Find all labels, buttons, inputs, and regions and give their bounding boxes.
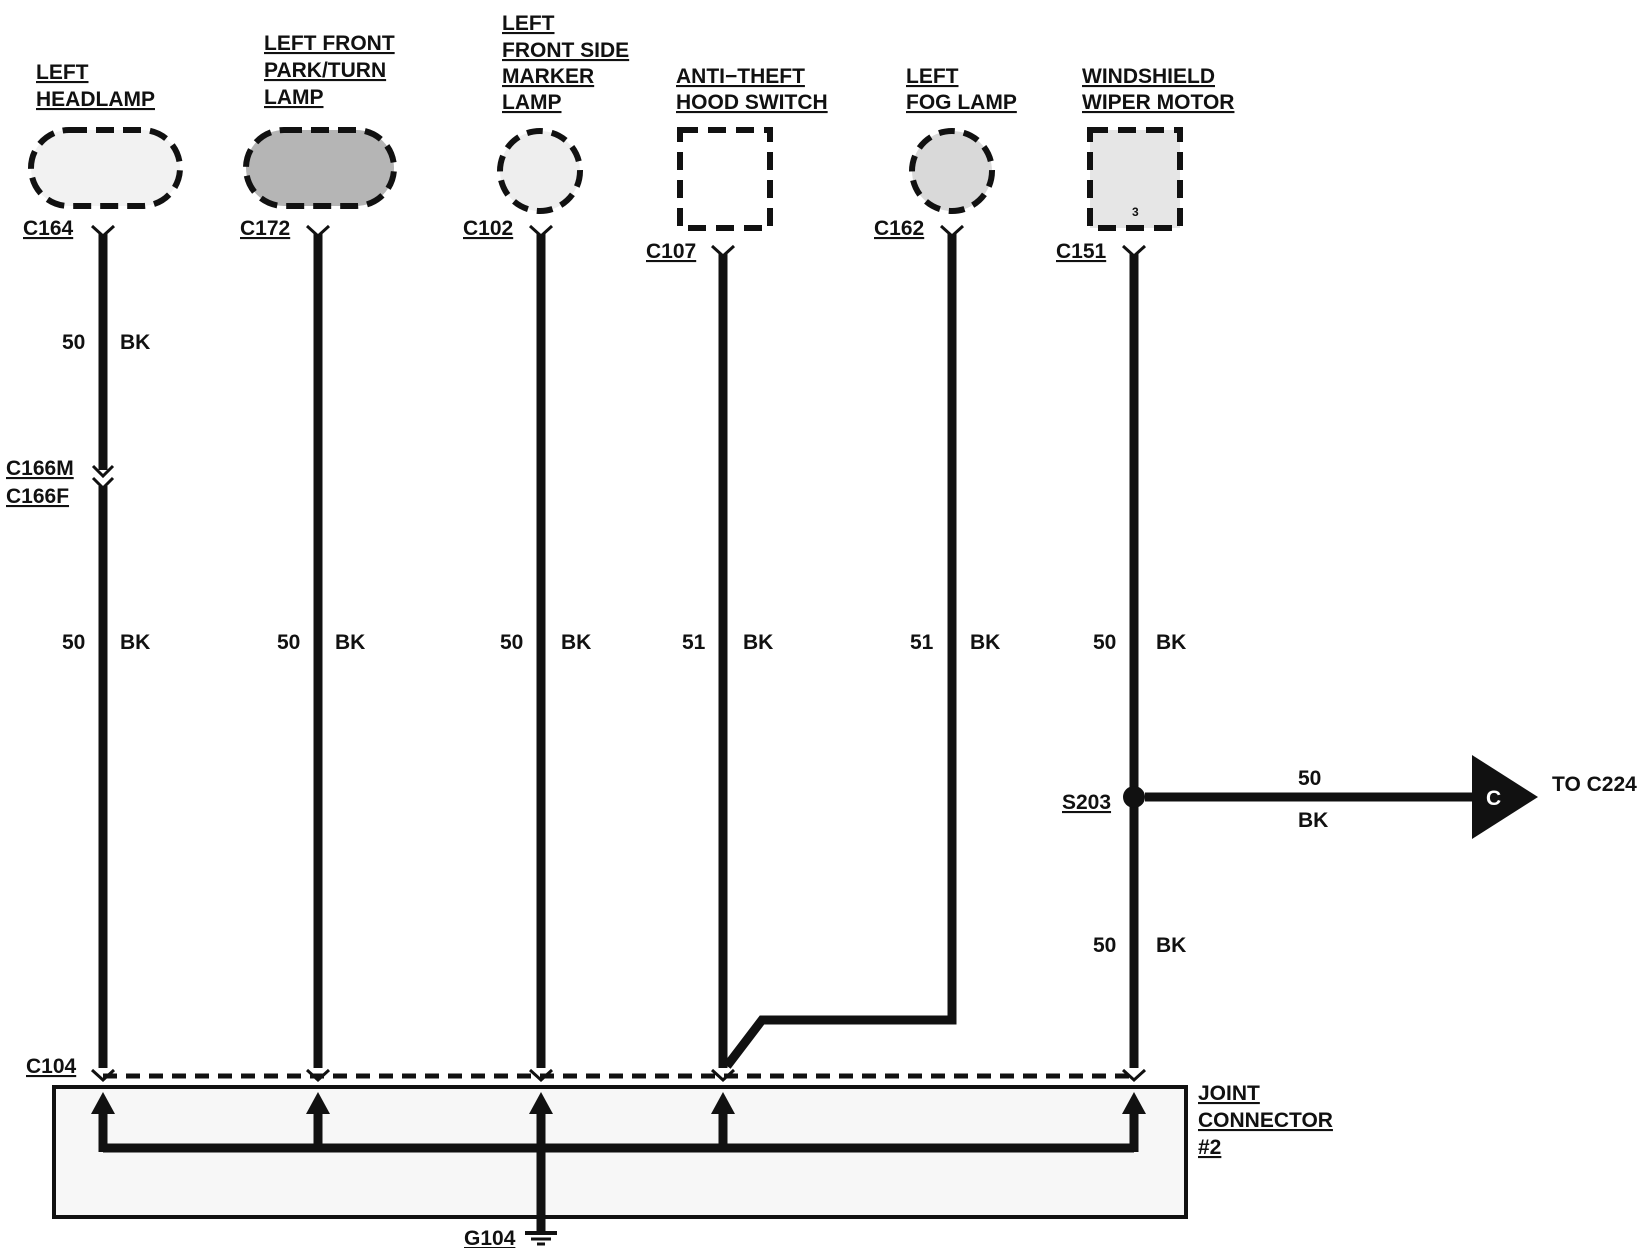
wire-hood-switch <box>710 244 736 1068</box>
wire-circuit-label: 50 <box>1093 934 1116 957</box>
title-line: HOOD SWITCH <box>676 91 828 114</box>
wire-headlamp <box>90 224 116 1068</box>
wire-circuit-label: 50 <box>1093 631 1116 654</box>
wire-color-label: BK <box>1298 809 1328 832</box>
ground-label: G104 <box>464 1227 516 1248</box>
title-line: FRONT SIDE <box>502 39 629 62</box>
wiper-motor-pin-label: 3 <box>1132 205 1139 219</box>
wire-color-label: BK <box>335 631 365 654</box>
wire-circuit-label: 51 <box>910 631 934 654</box>
wire-color-label: BK <box>120 331 150 354</box>
wire-side-marker-lamp <box>528 224 554 1068</box>
wire-circuit-label: 51 <box>682 631 706 654</box>
title-line: LEFT <box>36 61 89 84</box>
joint-connector-2: JOINT CONNECTOR #2 <box>52 1068 1333 1234</box>
title-line: FOG LAMP <box>906 91 1017 114</box>
connector-label-c166f: C166F <box>6 485 69 508</box>
side-marker-lamp-symbol <box>497 128 583 214</box>
pin-arrow-icon <box>711 1092 735 1114</box>
connector-label-c166m: C166M <box>6 457 74 480</box>
wire-circuit-label: 50 <box>62 331 85 354</box>
connector-label-c172: C172 <box>240 217 290 240</box>
title-line: LAMP <box>264 86 324 109</box>
title-line: MARKER <box>502 65 594 88</box>
headlamp-symbol <box>28 127 183 209</box>
wire-fog-lamp <box>723 224 965 1069</box>
wire-park-turn-lamp <box>305 224 331 1068</box>
splice-s203: C 50 BK TO C224 <box>1123 755 1637 839</box>
ground-g104: G104 <box>464 1227 557 1248</box>
wire-labels: 50 BK 50 BK 50 BK 50 BK 51 BK 51 BK 50 B… <box>62 331 1186 957</box>
wire-color-label: BK <box>1156 934 1186 957</box>
title-line: PARK/TURN <box>264 59 386 82</box>
wire-color-label: BK <box>561 631 591 654</box>
wire-color-label: BK <box>1156 631 1186 654</box>
title-line: ANTI−THEFT <box>676 65 805 88</box>
component-title-left-front-park-turn-lamp: LEFT FRONT PARK/TURN LAMP <box>264 32 395 109</box>
title-line: LEFT FRONT <box>264 32 395 55</box>
component-title-left-headlamp: LEFT HEADLAMP <box>36 61 155 111</box>
title-line: LEFT <box>502 12 555 35</box>
joint-connector-label-line: JOINT <box>1198 1082 1260 1105</box>
pin-arrow-icon <box>91 1092 115 1114</box>
title-line: HEADLAMP <box>36 88 155 111</box>
wire-color-label: BK <box>120 631 150 654</box>
pin-arrow-icon <box>529 1092 553 1114</box>
wire-circuit-label: 50 <box>277 631 300 654</box>
connector-label-c102: C102 <box>463 217 513 240</box>
park-turn-lamp-symbol <box>243 127 397 209</box>
component-title-left-front-side-marker-lamp: LEFT FRONT SIDE MARKER LAMP <box>502 12 629 114</box>
pin-arrow-icon <box>306 1092 330 1114</box>
wiper-motor-symbol: 3 <box>1087 127 1183 231</box>
fog-lamp-symbol <box>909 128 995 214</box>
component-title-anti-theft-hood-switch: ANTI−THEFT HOOD SWITCH <box>676 65 828 114</box>
connector-label-c107: C107 <box>646 240 696 263</box>
joint-connector-label-line: #2 <box>1198 1136 1221 1159</box>
splice-label-s203: S203 <box>1062 791 1111 814</box>
connector-label-c151: C151 <box>1056 240 1107 263</box>
connector-label-c162: C162 <box>874 217 924 240</box>
hood-switch-symbol <box>677 127 773 231</box>
pin-arrow-icon <box>1122 1092 1146 1114</box>
wire-circuit-label: 50 <box>62 631 85 654</box>
component-title-windshield-wiper-motor: WINDSHIELD WIPER MOTOR <box>1082 65 1234 114</box>
wire-color-label: BK <box>743 631 773 654</box>
connector-label-c164: C164 <box>23 217 74 240</box>
connector-label-c104: C104 <box>26 1055 77 1078</box>
destination-label: TO C224 <box>1552 773 1637 796</box>
title-line: WINDSHIELD <box>1082 65 1215 88</box>
title-line: LAMP <box>502 91 562 114</box>
joint-connector-label-line: CONNECTOR <box>1198 1109 1333 1132</box>
title-line: WIPER MOTOR <box>1082 91 1234 114</box>
wire-color-label: BK <box>970 631 1000 654</box>
off-page-arrow-icon <box>1472 755 1538 839</box>
wire-circuit-label: 50 <box>1298 767 1321 790</box>
wire-circuit-label: 50 <box>500 631 523 654</box>
title-line: LEFT <box>906 65 959 88</box>
component-title-left-fog-lamp: LEFT FOG LAMP <box>906 65 1017 114</box>
wire-wiper-motor <box>1121 244 1147 1068</box>
off-page-arrow-letter: C <box>1486 787 1501 810</box>
